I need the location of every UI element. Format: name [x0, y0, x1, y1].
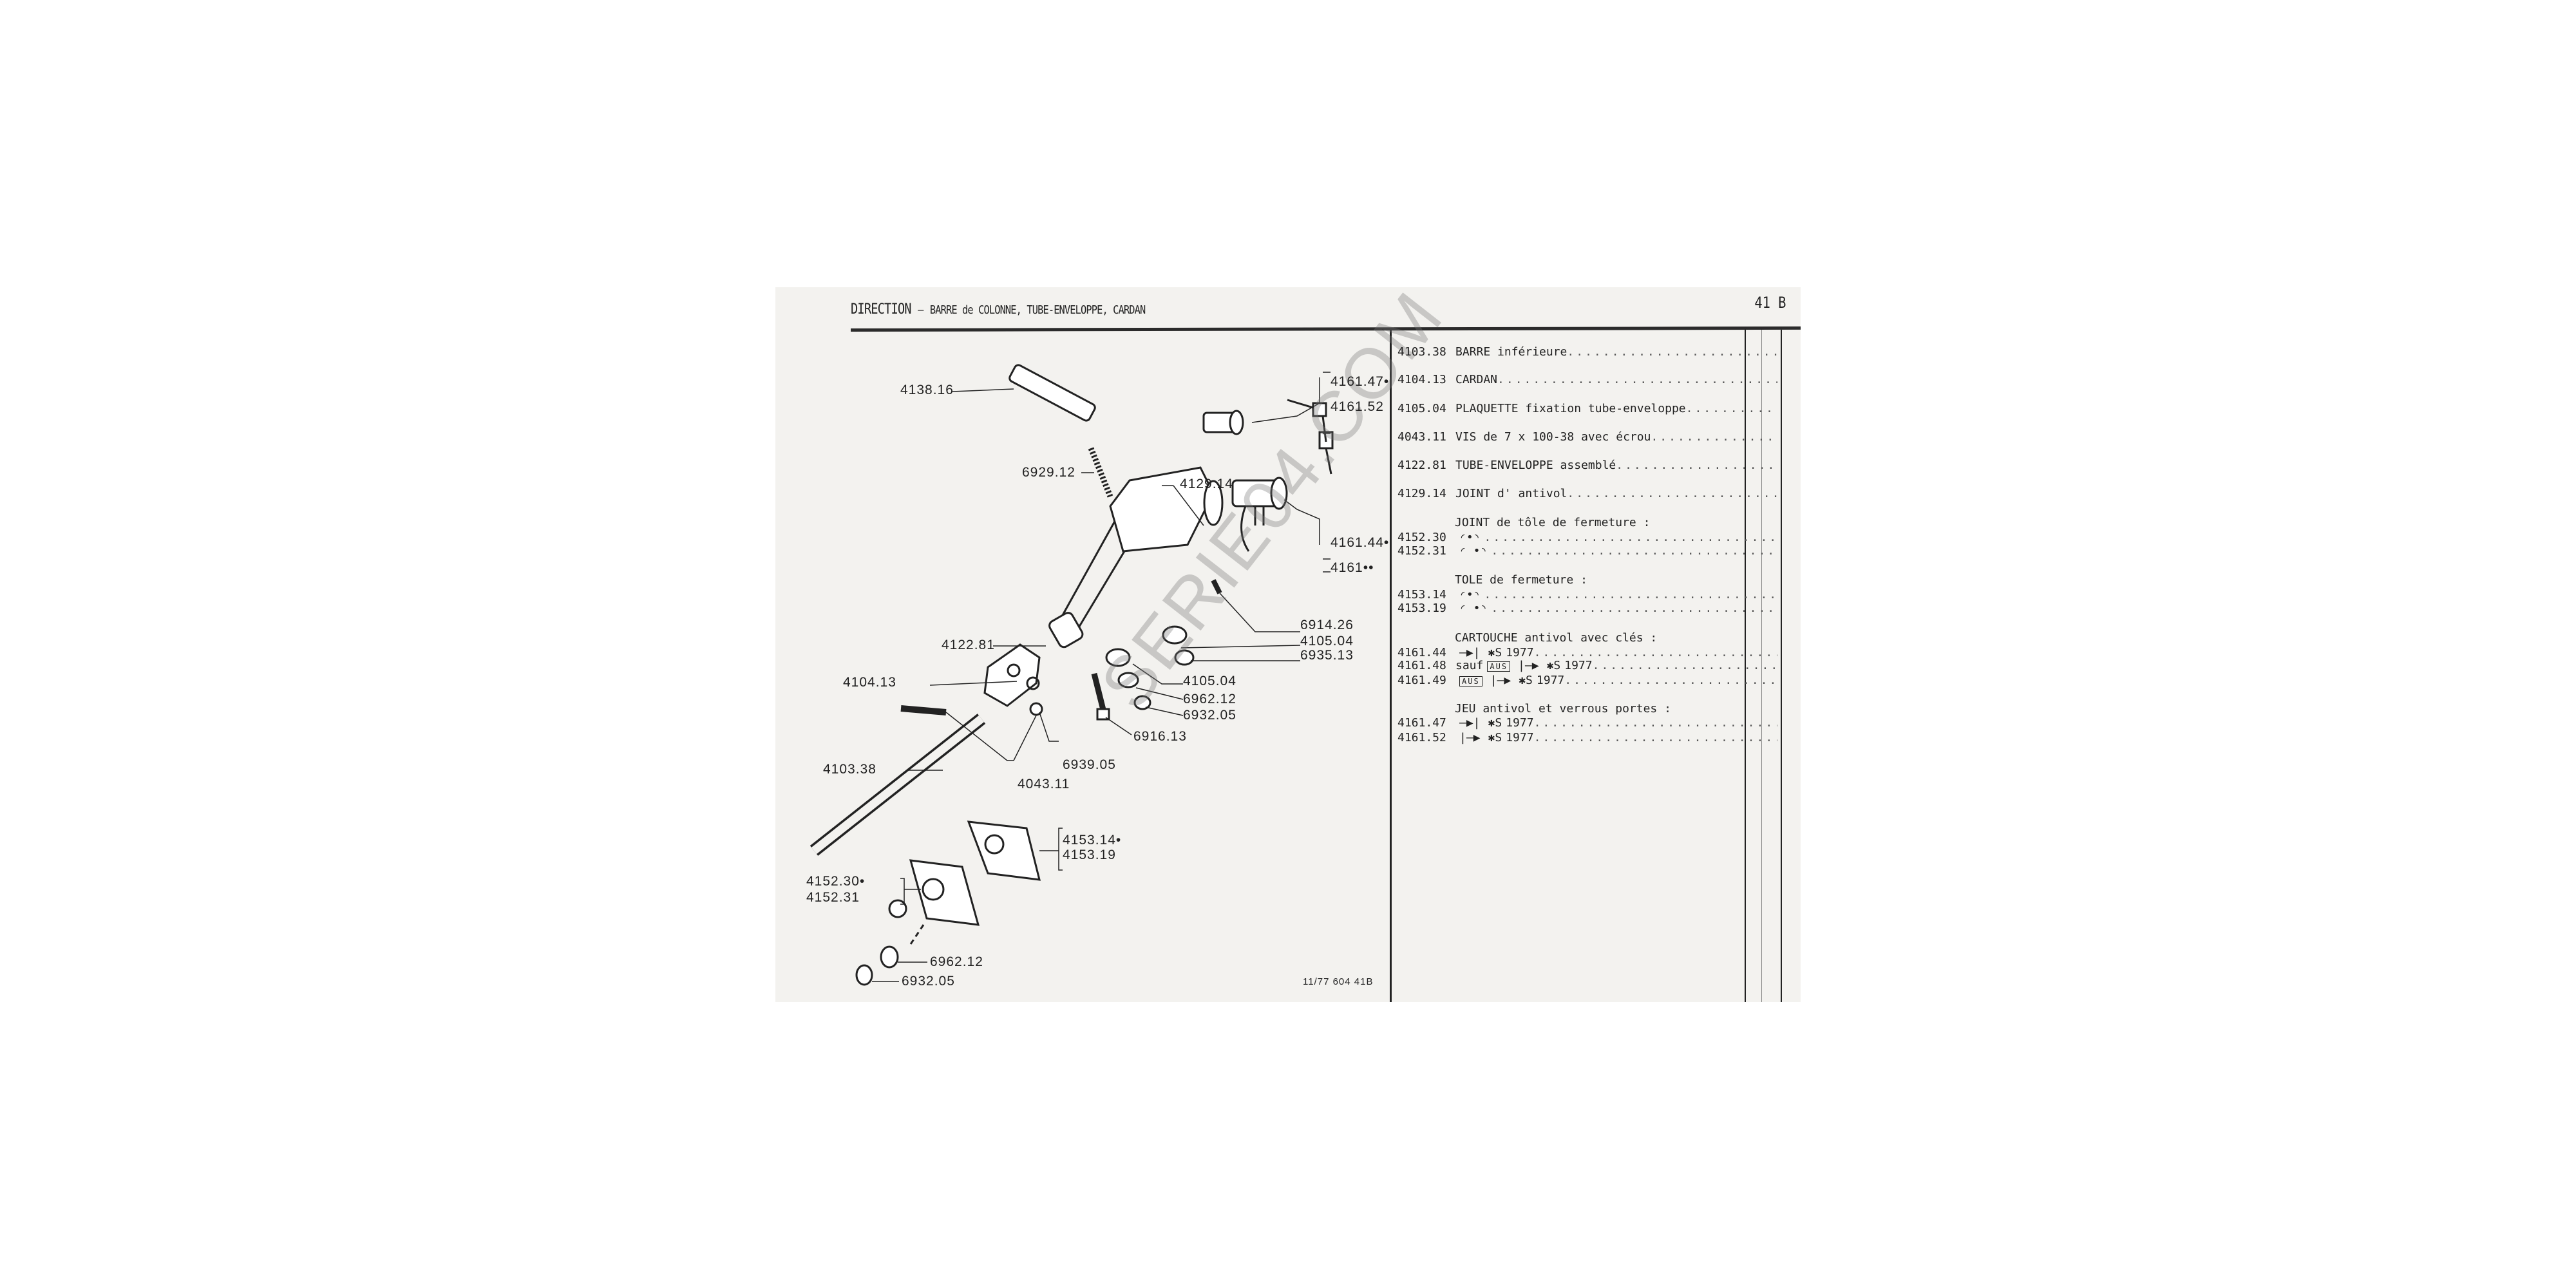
section-subtitle: BARRE de COLONNE, TUBE-ENVELOPPE, CARDAN — [929, 303, 1146, 317]
callout-4138-16: 4138.16 — [900, 383, 954, 397]
lion-icon: ✱S — [1519, 674, 1533, 687]
lion-icon: ✱S — [1488, 646, 1502, 659]
callout-6962-12: 6962.12 — [1183, 692, 1236, 706]
column-line — [1781, 330, 1782, 1002]
steering-left-icon: ◜•◝ — [1459, 531, 1481, 544]
group-heading: TOLE de fermeture : — [1455, 573, 1587, 587]
plate-4138-16 — [1009, 364, 1096, 422]
list-item: 4152.31◜ •◝.1 — [1397, 544, 1777, 558]
list-item: 4153.14◜•◝.1 — [1397, 588, 1777, 601]
callout-4103-38: 4103.38 — [823, 762, 876, 777]
country-badge: AUS — [1459, 676, 1482, 687]
country-badge: AUS — [1487, 661, 1511, 672]
callout-4105-04: 4105.04 — [1300, 634, 1354, 649]
group-heading: JOINT de tôle de fermeture : — [1455, 516, 1651, 529]
lion-icon: ✱S — [1488, 716, 1502, 730]
cardan-4104-13 — [900, 643, 1043, 716]
leader-lines — [872, 372, 1331, 982]
lion-icon: ✱S — [1546, 659, 1561, 672]
steering-right-icon: ◜ •◝ — [1459, 601, 1488, 615]
steering-left-icon: ◜•◝ — [1459, 588, 1481, 601]
lock-4161-44 — [1231, 477, 1288, 552]
callout-4043-11: 4043.11 — [1018, 777, 1070, 791]
callout-4104-13: 4104.13 — [843, 675, 896, 690]
callout-4152-31: 4152.31 — [806, 890, 860, 905]
tube-4122-81 — [1048, 466, 1224, 649]
up-to-arrow-icon: —▶| — [1459, 716, 1481, 730]
callout-6929-12: 6929.12 — [1022, 465, 1075, 480]
callout-6932-05-b: 6932.05 — [902, 974, 955, 989]
title-separator: – — [918, 303, 923, 317]
callout-4161-44: 4161.44• — [1331, 535, 1390, 550]
from-arrow-icon: |—▶ — [1459, 731, 1481, 744]
callout-6916-13: 6916.13 — [1133, 729, 1187, 744]
column-divider — [1390, 330, 1392, 1002]
plate-4152 — [855, 859, 980, 986]
plate-4153 — [967, 820, 1041, 881]
footer-reference: 11/77 604 41B — [1303, 976, 1374, 987]
screw-6914-26 — [1211, 579, 1222, 594]
list-item: 4152.30◜•◝.1 — [1397, 531, 1777, 544]
exploded-diagram — [810, 364, 1334, 986]
callout-4152-30: 4152.30• — [806, 874, 866, 889]
callout-4153-19: 4153.19 — [1063, 848, 1116, 862]
callout-4122-81: 4122.81 — [942, 638, 995, 652]
callout-6914-26: 6914.26 — [1300, 618, 1354, 632]
steering-right-icon: ◜ •◝ — [1459, 544, 1488, 558]
page-title: DIRECTION – BARRE de COLONNE, TUBE-ENVEL… — [851, 301, 1146, 317]
callout-6962-12-b: 6962.12 — [930, 954, 983, 969]
callout-4153-14: 4153.14• — [1063, 833, 1122, 848]
callout-4129-14: 4129.14 — [1180, 477, 1233, 491]
lion-icon: ✱S — [1488, 731, 1502, 744]
spring-6929-12 — [1088, 447, 1113, 498]
callout-6932-05: 6932.05 — [1183, 708, 1236, 723]
callout-4105-04-b: 4105.04 — [1183, 674, 1236, 688]
callout-4161-47: 4161.47• — [1331, 374, 1390, 389]
shaft-4103-38 — [810, 714, 986, 856]
washers — [1105, 625, 1195, 710]
list-item: 4153.19◜ •◝.1 — [1397, 601, 1777, 615]
keys — [1287, 399, 1334, 475]
callout-6939-05: 6939.05 — [1063, 757, 1116, 772]
section-title: DIRECTION — [851, 301, 912, 317]
group-heading: CARTOUCHE antivol avec clés : — [1455, 631, 1658, 645]
up-to-arrow-icon: —▶| — [1459, 646, 1481, 659]
callout-4161-xx: 4161•• — [1331, 560, 1374, 575]
parts-catalog-page: DIRECTION – BARRE de COLONNE, TUBE-ENVEL… — [775, 287, 1801, 1002]
callout-4161-52: 4161.52 — [1331, 399, 1384, 414]
group-heading: JEU antivol et verrous portes : — [1455, 702, 1671, 715]
from-arrow-icon: |—▶ — [1518, 659, 1539, 672]
lock-4161-47 — [1202, 410, 1244, 435]
bolt-6916-13 — [1091, 672, 1110, 721]
page-number: 41 B — [1754, 294, 1786, 312]
callout-6935-13: 6935.13 — [1300, 648, 1354, 663]
from-arrow-icon: |—▶ — [1490, 674, 1511, 687]
